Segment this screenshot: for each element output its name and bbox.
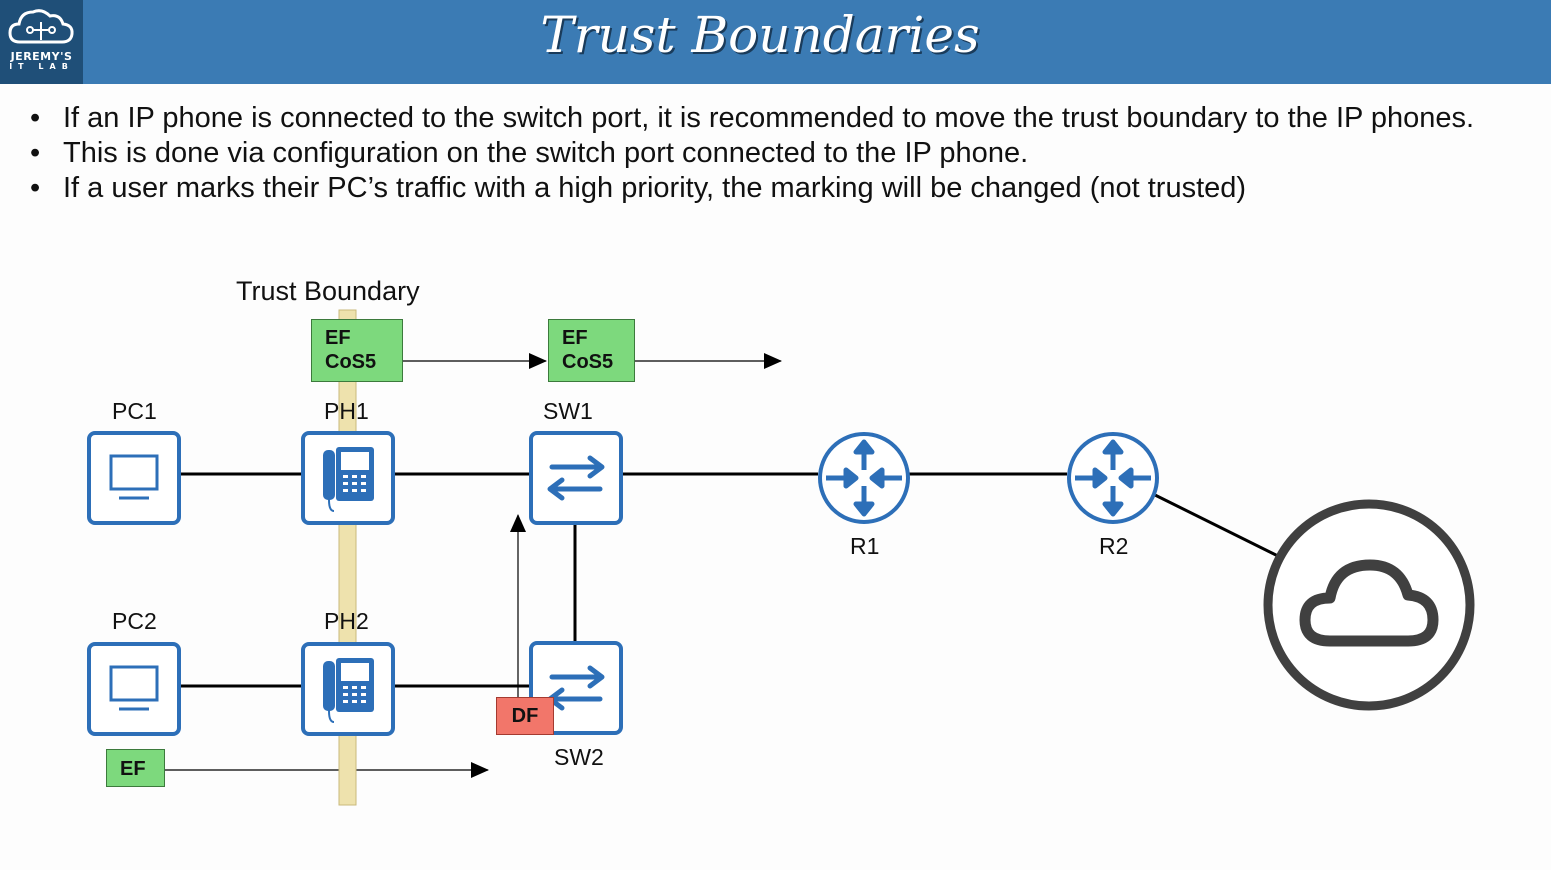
jeremys-it-lab-logo: JEREMY'S IT LAB	[0, 0, 83, 84]
pc1-label: PC1	[112, 398, 157, 424]
r1-router-icon	[818, 432, 910, 524]
ph2-phone-icon	[301, 642, 395, 736]
marking-tag-df: DF	[496, 697, 554, 735]
bullet-item: If a user marks their PC’s traffic with …	[30, 171, 1520, 206]
internet-cloud-icon	[1263, 499, 1475, 711]
traffic-flow-arrows	[164, 353, 782, 778]
ph1-phone-icon	[301, 431, 395, 525]
marking-dscp: EF	[325, 327, 351, 349]
marking-cos: CoS5	[325, 351, 377, 373]
sw2-label: SW2	[554, 744, 604, 770]
ph1-label: PH1	[324, 398, 369, 424]
ph2-label: PH2	[324, 608, 369, 634]
marking-cos: CoS5	[562, 351, 614, 373]
logo-subtext: IT LAB	[9, 62, 74, 71]
bullet-list: If an IP phone is connected to the switc…	[30, 101, 1520, 206]
sw1-switch-icon	[529, 431, 623, 525]
pc2-label: PC2	[112, 608, 157, 634]
marking-tag-ef-cos5: EF CoS5	[311, 319, 403, 382]
bullet-item: If an IP phone is connected to the switc…	[30, 101, 1520, 136]
network-links	[180, 472, 1281, 688]
cloud-circuit-icon	[8, 9, 74, 44]
r1-label: R1	[850, 533, 880, 559]
r2-label: R2	[1099, 533, 1129, 559]
title-bar: JEREMY'S IT LAB Trust Boundaries	[0, 0, 1551, 84]
pc1-icon	[87, 431, 181, 525]
logo-text: JEREMY'S	[10, 50, 73, 63]
marking-dscp: EF	[562, 327, 588, 349]
pc2-icon	[87, 642, 181, 736]
bullet-item: This is done via configuration on the sw…	[30, 136, 1520, 171]
slide-title: Trust Boundaries	[540, 6, 980, 64]
trust-boundary-label: Trust Boundary	[236, 276, 420, 306]
link-r2-internet	[1154, 493, 1281, 559]
marking-tag-ef-cos5-sw1: EF CoS5	[548, 319, 635, 382]
sw1-label: SW1	[543, 398, 593, 424]
marking-tag-ef-pc2: EF	[106, 749, 165, 787]
r2-router-icon	[1067, 432, 1159, 524]
